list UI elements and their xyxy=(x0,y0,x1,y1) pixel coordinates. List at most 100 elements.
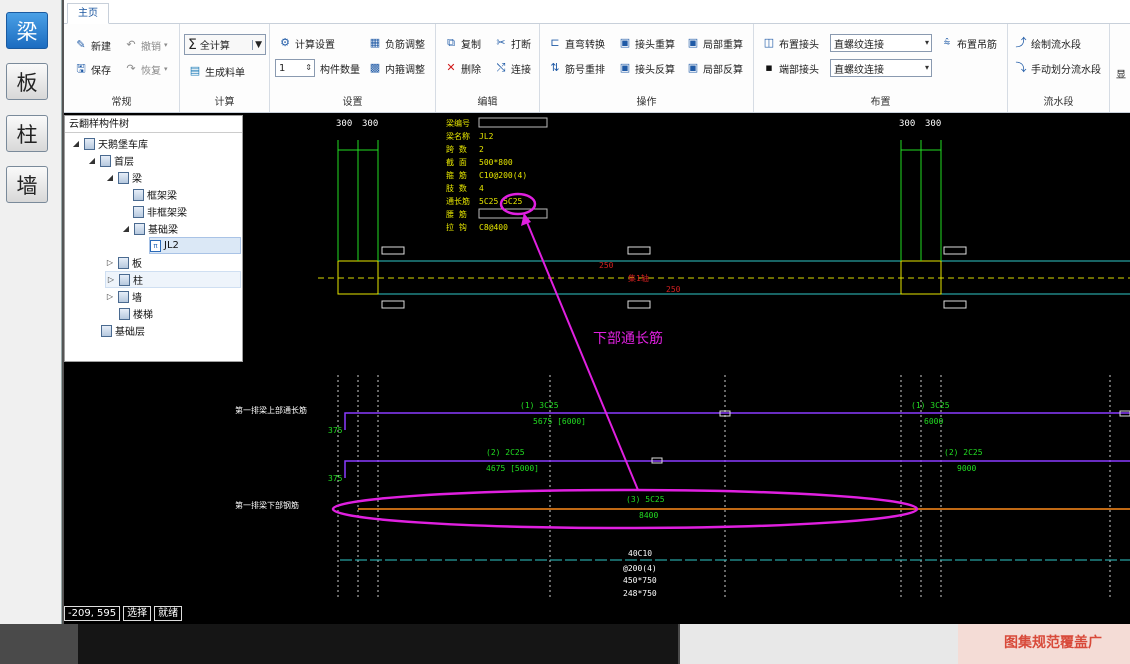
row2-len-a: 4675 [5000] xyxy=(486,464,539,473)
tree-node-nonframe-beam[interactable]: 非框架梁 xyxy=(133,203,187,220)
connect-button[interactable]: ⤭连接 xyxy=(494,59,531,77)
bom-icon: ▤ xyxy=(189,64,201,77)
beam-info-key: 跨 数 xyxy=(446,144,467,154)
generate-bom-button[interactable]: ▤生成料单 xyxy=(188,62,245,80)
manual-flow-button[interactable]: ⤵手动划分流水段 xyxy=(1014,59,1102,77)
tree-node-slab[interactable]: ▷板 xyxy=(105,254,142,271)
local-recalc-button[interactable]: ▣局部重算 xyxy=(686,34,743,52)
new-button[interactable]: ✎新建 xyxy=(74,36,111,54)
local-reverse-icon: ▣ xyxy=(687,61,699,74)
undo-dropdown-icon: ▾ xyxy=(164,41,168,49)
beam-element-icon: π xyxy=(150,239,161,252)
end-joint-label: 端部接头 xyxy=(779,64,819,76)
delete-button[interactable]: ✕删除 xyxy=(444,59,481,77)
hanger-icon: ⩯ xyxy=(943,36,951,49)
beam-info-empty-field[interactable] xyxy=(478,117,548,128)
tree-node-label: JL2 xyxy=(164,240,179,251)
place-joint-button[interactable]: ◫ 布置接头 xyxy=(762,34,819,52)
tree-node-label: 框架梁 xyxy=(147,191,177,202)
break-icon: ✂ xyxy=(496,36,506,49)
break-label: 打断 xyxy=(511,39,531,51)
delete-icon: ✕ xyxy=(446,61,456,74)
expand-toggle-icon[interactable]: ◢ xyxy=(72,139,80,148)
top-rebar-line-1[interactable] xyxy=(344,412,1130,430)
folder-icon xyxy=(84,137,95,150)
place-hanger-label: 布置吊筋 xyxy=(957,39,997,51)
top-rebar-line-2[interactable] xyxy=(344,460,1130,478)
annotation-arrow xyxy=(523,214,639,491)
tab-home[interactable]: 主页 xyxy=(67,3,109,24)
rebar-reorder-button[interactable]: ⇅ 筋号重排 xyxy=(548,59,605,77)
neg-rebar-adjust-button[interactable]: ▦负筋调整 xyxy=(368,34,425,52)
tree-node-project[interactable]: ◢天鹅堡车库 xyxy=(71,135,148,152)
collapse-toggle-icon[interactable]: ▷ xyxy=(107,275,115,284)
group-flow-label: 流水段 xyxy=(1043,97,1074,108)
beam-info-empty-field[interactable] xyxy=(478,208,548,219)
floor-icon xyxy=(100,154,111,167)
copy-label: 复制 xyxy=(461,39,481,51)
beam-info-value: 4 xyxy=(479,184,484,193)
display-button[interactable]: 显 xyxy=(1116,69,1126,81)
stepper-arrows-icon[interactable]: ⇕ xyxy=(305,63,312,72)
tree-node-beam[interactable]: ◢梁 xyxy=(105,169,142,186)
beam-info-key: 梁编号 xyxy=(446,118,470,128)
tree-node-frame-beam[interactable]: 框架梁 xyxy=(133,186,177,203)
rail-column-button[interactable]: 柱 xyxy=(6,115,48,152)
highlight-ellipse-small xyxy=(499,192,537,216)
slab-category-icon xyxy=(118,256,129,269)
group-settings-label: 设置 xyxy=(342,97,363,108)
tree-node-label: 板 xyxy=(132,259,142,270)
place-joint-label: 布置接头 xyxy=(779,39,819,51)
beam-info-value: 2 xyxy=(479,145,484,154)
rail-beam-button[interactable]: 梁 xyxy=(6,12,48,49)
mode-indicator[interactable]: 选择 xyxy=(123,606,152,621)
calc-dropdown-icon[interactable]: ▼ xyxy=(252,39,262,50)
floor-icon xyxy=(101,324,112,337)
local-reverse-button[interactable]: ▣局部反算 xyxy=(686,59,743,77)
calc-settings-button[interactable]: ⚙计算设置 xyxy=(278,34,335,52)
rail-wall-button[interactable]: 墙 xyxy=(6,166,48,203)
rebar-diagram: 第一排梁上部通长筋 (1) 3C25 5675 [6000] (1) 3C25 … xyxy=(235,375,1130,600)
joint-type-select-2[interactable]: 直螺纹连接▾ xyxy=(830,59,932,77)
row3-label: 第一排梁下部钢筋 xyxy=(235,500,299,510)
rebar-reorder-icon: ⇅ xyxy=(550,61,560,74)
joint-recalc-button[interactable]: ▣接头重算 xyxy=(618,34,675,52)
place-joint-icon: ◫ xyxy=(763,36,775,49)
expand-toggle-icon[interactable]: ◢ xyxy=(106,173,114,182)
place-hanger-button[interactable]: ⩯ 布置吊筋 xyxy=(940,34,997,52)
expand-toggle-icon[interactable]: ◢ xyxy=(122,224,130,233)
tree-node-column[interactable]: ▷柱 xyxy=(105,271,241,288)
copy-button[interactable]: ⧉复制 xyxy=(444,34,481,52)
qty-stepper[interactable]: 1⇕ xyxy=(275,59,315,77)
break-button[interactable]: ✂ 打断 xyxy=(494,34,531,52)
tree-node-stair[interactable]: 楼梯 xyxy=(119,305,153,322)
tree-node-wall[interactable]: ▷墙 xyxy=(105,288,142,305)
joint-reverse-button[interactable]: ▣接头反算 xyxy=(618,59,675,77)
end-joint-button[interactable]: ▪端部接头 xyxy=(762,59,819,77)
joint-type1-value: 直螺纹连接 xyxy=(834,39,884,51)
tree-node-foundation-beam[interactable]: ◢基础梁 xyxy=(121,220,178,237)
rail-slab-button[interactable]: 板 xyxy=(6,63,48,100)
dim-left-b: 300 xyxy=(362,119,378,129)
group-operation: ⊏直弯转换 ▣接头重算 ▣局部重算 ⇅筋号重排 ▣接头反算 ▣局部反算 操作 xyxy=(540,24,754,112)
draw-flow-label: 绘制流水段 xyxy=(1031,39,1081,51)
state-indicator: 就绪 xyxy=(154,606,183,621)
inner-stirrup-adjust-button[interactable]: ▩内箍调整 xyxy=(368,59,425,77)
rebar-reorder-label: 筋号重排 xyxy=(565,64,605,76)
joint-type-select-1[interactable]: 直螺纹连接▾ xyxy=(830,34,932,52)
undo-button[interactable]: ↶撤销▾ xyxy=(124,36,168,54)
collapse-toggle-icon[interactable]: ▷ xyxy=(106,258,114,267)
straight-bend-convert-button[interactable]: ⊏直弯转换 xyxy=(548,34,605,52)
redo-button[interactable]: ↷恢复▾ xyxy=(124,60,167,78)
expand-toggle-icon[interactable]: ◢ xyxy=(88,156,96,165)
tree-node-floor1[interactable]: ◢首层 xyxy=(87,152,134,169)
collapse-toggle-icon[interactable]: ▷ xyxy=(106,292,114,301)
draw-flow-button[interactable]: ⤴绘制流水段 xyxy=(1014,34,1082,52)
save-button[interactable]: 🖫保存 xyxy=(74,60,111,78)
group-flow: ⤴绘制流水段 ⤵手动划分流水段 流水段 xyxy=(1008,24,1110,112)
new-icon: ✎ xyxy=(76,38,86,51)
tree-node-foundation-floor[interactable]: 基础层 xyxy=(101,322,145,339)
